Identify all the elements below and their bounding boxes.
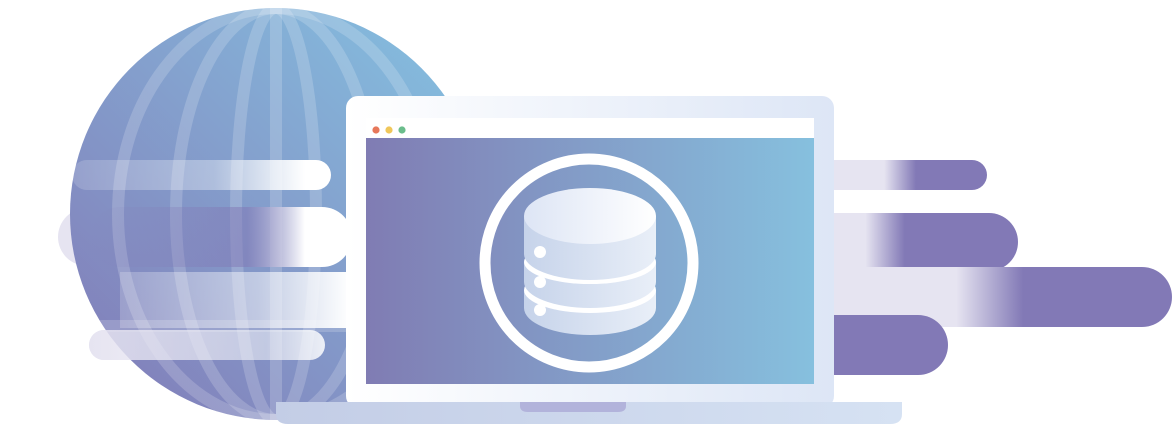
streak-left-3 bbox=[120, 272, 350, 328]
laptop-icon bbox=[276, 96, 902, 424]
streak-left-4 bbox=[89, 330, 325, 360]
browser-titlebar bbox=[366, 118, 814, 138]
streak-left-2 bbox=[90, 207, 352, 267]
database-dot-2 bbox=[534, 276, 546, 288]
database-dot-1 bbox=[534, 246, 546, 258]
database-dot-3 bbox=[534, 304, 546, 316]
close-dot bbox=[372, 126, 380, 134]
motion-streaks-left bbox=[72, 160, 352, 360]
streak-right-2 bbox=[800, 213, 1018, 271]
database-icon bbox=[479, 153, 699, 373]
streak-right-3 bbox=[800, 267, 1172, 327]
laptop-notch bbox=[520, 402, 626, 412]
motion-streaks-right bbox=[800, 160, 1172, 375]
maximize-dot bbox=[398, 126, 406, 134]
streak-left-1 bbox=[72, 160, 331, 190]
database-ring bbox=[479, 153, 699, 373]
streak-right-1 bbox=[800, 160, 987, 190]
streak-right-4 bbox=[800, 315, 948, 375]
minimize-dot bbox=[385, 126, 393, 134]
laptop-base bbox=[276, 402, 902, 424]
